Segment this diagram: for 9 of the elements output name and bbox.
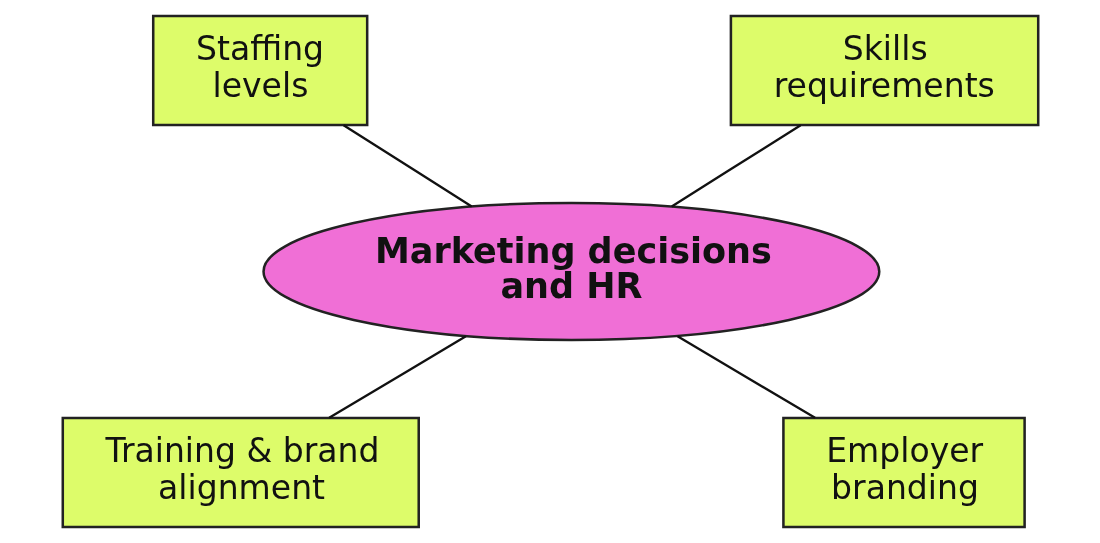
connector — [328, 335, 466, 419]
node-box: Skills requirements — [729, 14, 1039, 127]
connector — [342, 124, 472, 208]
node-box: Training & brand alignment — [61, 416, 420, 529]
node-box: Employer branding — [781, 416, 1026, 529]
node-box: Staffing levels — [151, 14, 368, 127]
node-ellipse: Marketing decisions and HR — [261, 201, 881, 342]
connector — [676, 335, 816, 419]
connector — [670, 124, 801, 208]
